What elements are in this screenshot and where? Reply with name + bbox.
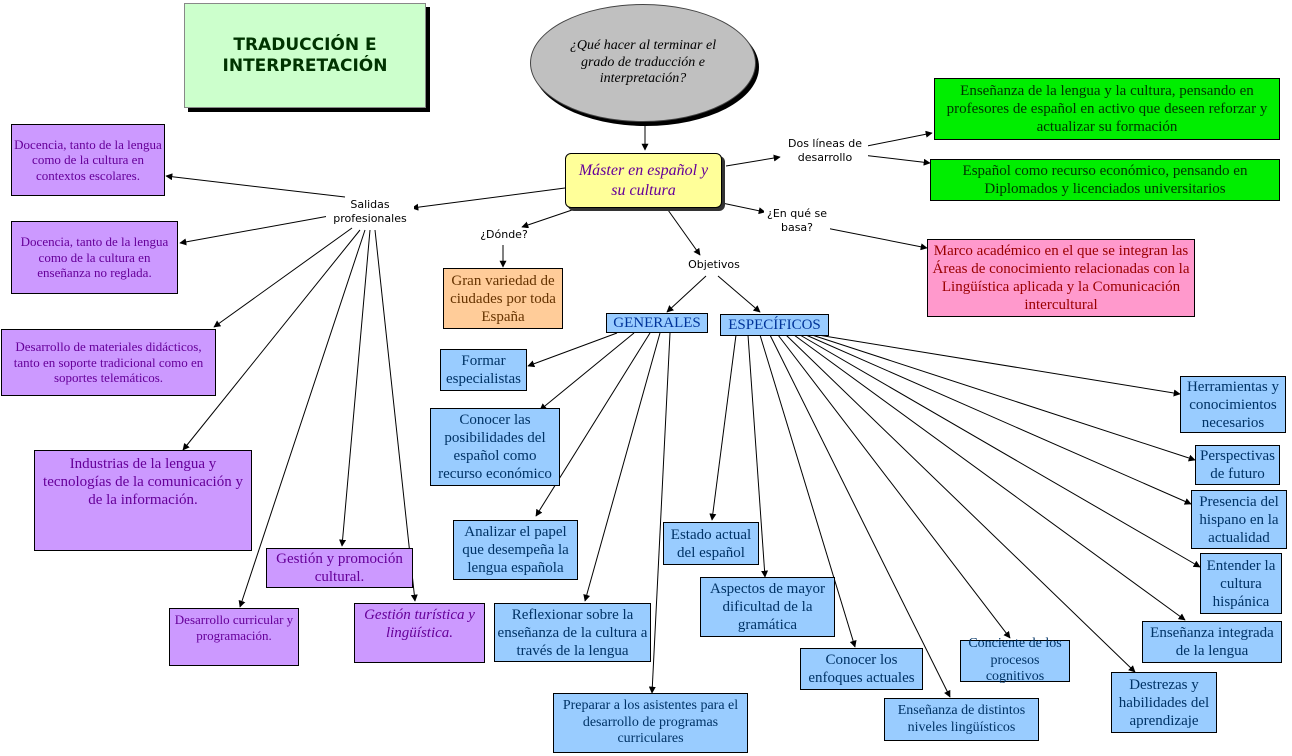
salida-text: Industrias de la lengua y tecnologías de… [43,456,243,508]
salida-gestion-turistica: Gestión turística y lingüística. [354,603,485,663]
central-question-text: ¿Qué hacer al terminar el grado de tradu… [569,37,717,87]
linea-text: Español como recurso económico, pensando… [962,163,1248,197]
salida-industrias: Industrias de la lengua y tecnologías de… [34,450,252,551]
especifico-procesos-cognitivos: Conciente de los procesos cognitivos [960,636,1070,684]
especifico-niveles: Enseñanza de distintos niveles lingüísti… [884,698,1039,741]
especifico-text: Herramientas y conocimientos necesarios [1186,378,1280,431]
salida-gestion-cultural: Gestión y promoción cultural. [266,548,413,588]
donde-ciudades: Gran variedad de ciudades por toda Españ… [443,268,563,329]
salida-docencia-no-reglada: Docencia, tanto de la lengua como de la … [11,221,178,294]
especifico-text: Presencia del hispano en la actualidad [1199,493,1279,546]
salida-text: Desarrollo curricular y programación. [174,612,294,643]
especifico-text: Entender la cultura hispánica [1206,557,1276,610]
general-text: Conocer las posibilidades del español co… [438,412,552,482]
header-especificos-text: ESPECÍFICOS [728,317,821,333]
especifico-presencia-hispano: Presencia del hispano en la actualidad [1191,490,1287,549]
page-title-text: TRADUCCIÓN E INTERPRETACIÓN [222,35,388,76]
general-text: Preparar a los asistentes para el desarr… [562,697,739,747]
especifico-cultura-hispanica: Entender la cultura hispánica [1200,553,1282,614]
label-donde: ¿Dónde? [470,228,538,242]
general-text: Formar especialistas [446,353,521,387]
header-especificos: ESPECÍFICOS [720,314,829,336]
master-text: Máster en español y su cultura [578,162,709,199]
salida-text: Docencia, tanto de la lengua como de la … [20,234,169,281]
central-question: ¿Qué hacer al terminar el grado de tradu… [530,4,756,122]
salida-curricular: Desarrollo curricular y programación. [169,608,299,666]
especifico-destrezas: Destrezas y habilidades del aprendizaje [1111,672,1217,733]
general-conocer: Conocer las posibilidades del español co… [430,408,560,486]
donde-text: Gran variedad de ciudades por toda Españ… [450,272,556,325]
especifico-herramientas: Herramientas y conocimientos necesarios [1180,376,1286,433]
especifico-text: Enseñanza de distintos niveles lingüísti… [897,702,1026,735]
general-text: Analizar el papel que desempeña la lengu… [462,524,569,576]
especifico-text: Enseñanza integrada de la lengua [1150,625,1274,659]
especifico-text: Perspectivas de futuro [1200,448,1275,482]
general-reflexionar: Reflexionar sobre la enseñanza de la cul… [494,603,651,662]
header-generales-text: GENERALES [613,315,701,331]
especifico-text: Conciente de los procesos cognitivos [968,635,1062,685]
master-node: Máster en español y su cultura [565,153,722,208]
label-dos-lineas: Dos líneas de desarrollo [782,137,868,165]
salida-text: Desarrollo de materiales didácticos, tan… [13,339,204,386]
general-formar: Formar especialistas [440,349,527,391]
salida-docencia-escolar: Docencia, tanto de la lengua como de la … [11,124,165,196]
especifico-enfoques: Conocer los enfoques actuales [800,648,923,690]
especifico-estado-actual: Estado actual del español [663,522,759,565]
label-salidas: Salidas profesionales [326,198,414,226]
label-objetivos: Objetivos [680,258,748,272]
salida-text: Docencia, tanto de la lengua como de la … [14,136,162,183]
especifico-perspectivas: Perspectivas de futuro [1195,445,1280,485]
salida-text: Gestión y promoción cultural. [276,551,403,585]
linea-recurso-economico: Español como recurso económico, pensando… [930,159,1280,201]
especifico-ensenanza-integrada: Enseñanza integrada de la lengua [1142,621,1282,663]
general-text: Reflexionar sobre la enseñanza de la cul… [497,606,648,659]
especifico-text: Conocer los enfoques actuales [808,652,915,686]
especifico-text: Aspectos de mayor dificultad de la gramá… [710,581,825,633]
salida-materiales: Desarrollo de materiales didácticos, tan… [1,329,216,396]
base-text: Marco académico en el que se integran la… [932,243,1190,313]
header-generales: GENERALES [606,313,708,333]
salida-text: Gestión turística y lingüística. [364,607,475,641]
label-en-que: ¿En qué se basa? [764,207,830,235]
especifico-aspectos-gramatica: Aspectos de mayor dificultad de la gramá… [700,577,835,637]
linea-ensenanza: Enseñanza de la lengua y la cultura, pen… [934,78,1280,140]
page-title: TRADUCCIÓN E INTERPRETACIÓN [184,3,426,108]
especifico-text: Destrezas y habilidades del aprendizaje [1118,676,1210,729]
general-analizar: Analizar el papel que desempeña la lengu… [453,520,578,580]
especifico-text: Estado actual del español [670,526,752,561]
base-marco-academico: Marco académico en el que se integran la… [927,239,1195,317]
linea-text: Enseñanza de la lengua y la cultura, pen… [946,83,1268,135]
general-preparar: Preparar a los asistentes para el desarr… [553,693,748,753]
